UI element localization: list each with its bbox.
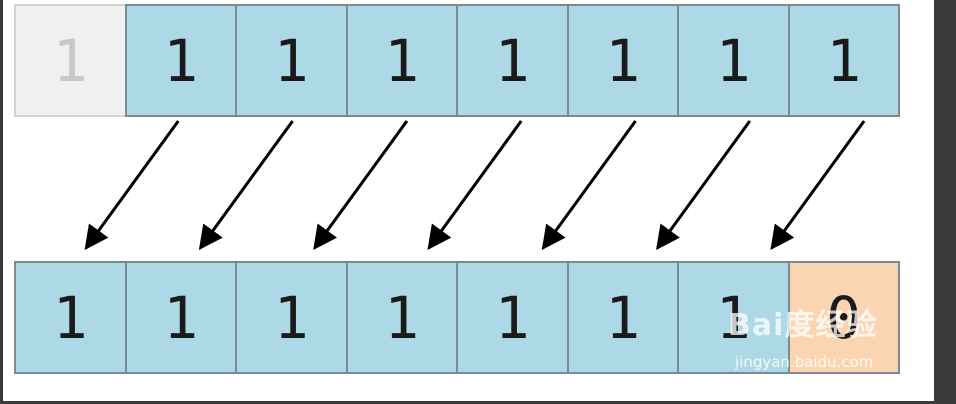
top-bit-cell: 1 [124, 4, 237, 117]
bottom-bit-row: 1 1 1 1 1 1 1 0 [14, 261, 900, 374]
bottom-bit-cell: 1 [566, 261, 679, 374]
bottom-bit-cell-filled: 0 [787, 261, 900, 374]
top-bit-cell: 1 [235, 4, 348, 117]
top-bit-cell: 1 [345, 4, 458, 117]
shift-arrow [84, 120, 180, 250]
shift-arrow [770, 120, 866, 250]
top-bit-cell: 1 [456, 4, 569, 117]
frame-left-border [0, 0, 3, 404]
shift-arrow [313, 120, 409, 250]
shift-arrow [198, 120, 294, 250]
watermark-url: jingyan.baidu.com [735, 353, 874, 371]
shift-arrow [656, 120, 752, 250]
top-bit-row: 1 1 1 1 1 1 1 1 [14, 4, 900, 117]
top-bit-cell: 1 [566, 4, 679, 117]
bottom-bit-cell: 1 [124, 261, 237, 374]
bottom-bit-cell: 1 [14, 261, 127, 374]
shift-arrow [427, 120, 523, 250]
top-bit-cell-shifted-out: 1 [14, 4, 127, 117]
bottom-bit-cell: 1 [345, 261, 458, 374]
frame-right-border [934, 0, 956, 404]
bottom-bit-cell: 1 [456, 261, 569, 374]
watermark-logo: Bai度经验 [728, 308, 878, 343]
bottom-bit-cell: 1 [677, 261, 790, 374]
bottom-bit-cell: 1 [235, 261, 348, 374]
top-bit-cell: 1 [677, 4, 790, 117]
top-bit-cell: 1 [787, 4, 900, 117]
shift-arrow [541, 120, 637, 250]
frame-bottom-border [0, 401, 956, 404]
